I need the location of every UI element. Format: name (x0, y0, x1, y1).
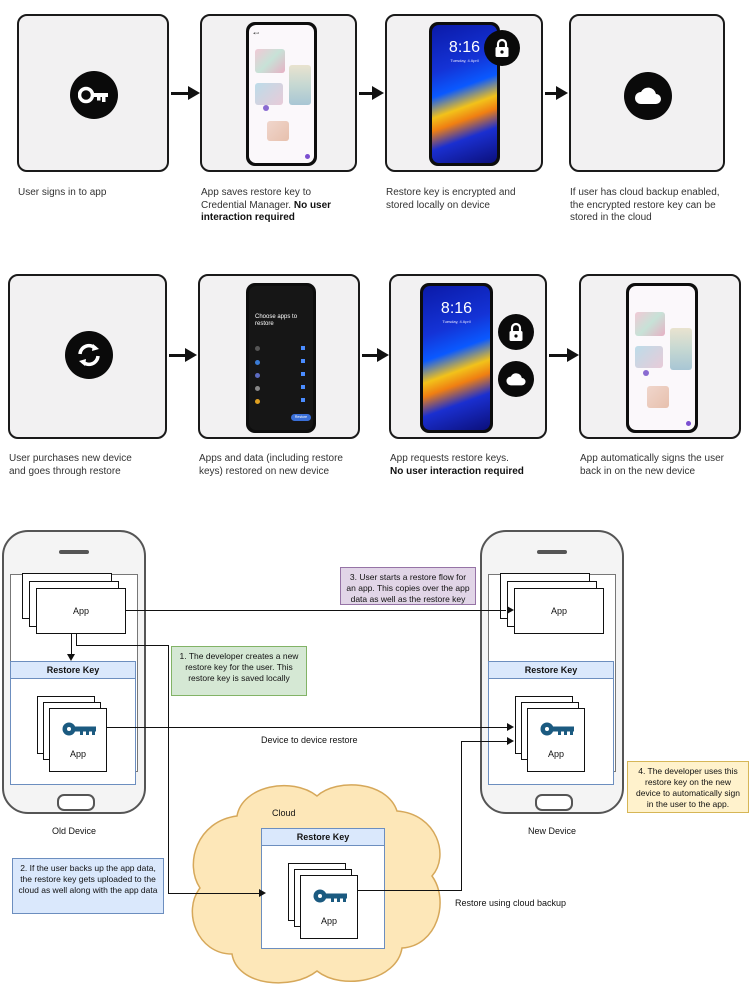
lockscreen-date: Tuesday, 4 April (442, 319, 471, 324)
card-encrypt-key: 8:16 Tuesday, 4 April (385, 14, 543, 172)
new-app-card: App (514, 588, 604, 634)
phone-gallery: ◀ all (246, 22, 317, 166)
card-choose-apps: Choose apps to restore Restore (198, 274, 360, 439)
old-device-label: Old Device (52, 826, 97, 836)
caption-step2: App saves restore key to Credential Mana… (201, 187, 356, 225)
lock-icon (498, 314, 534, 350)
caption-step4: If user has cloud backup enabled, the en… (570, 187, 720, 223)
key-icon (62, 722, 96, 736)
note-3: 3. User starts a restore flow for an app… (340, 567, 476, 605)
new-key-app-card: App (527, 708, 585, 772)
new-device-label: New Device (528, 826, 577, 836)
card-save-key: ◀ all (200, 14, 357, 172)
connector-to-cloud (168, 645, 169, 893)
note-1: 1. The developer creates a new restore k… (171, 646, 307, 696)
card-request-keys: 8:16 Tuesday, 4 April (389, 274, 547, 439)
sync-icon (65, 331, 113, 379)
restore-app-button[interactable]: Restore (291, 414, 311, 421)
arrow-1-2 (171, 92, 189, 95)
app-label: App (72, 606, 89, 616)
old-key-app-card: App (49, 708, 107, 772)
lock-icon (484, 30, 520, 66)
old-app-card: App (36, 588, 126, 634)
app-label: App (547, 749, 564, 759)
card-new-device (8, 274, 167, 439)
cloud-icon (624, 72, 672, 120)
new-restore-key-box: Restore Key App (488, 661, 614, 785)
connector-app-to-app (126, 610, 506, 611)
arrow-r2-2-3 (362, 354, 378, 357)
caption-r2-step3-emphasis: No user interaction required (390, 465, 524, 477)
connector-key-to-key (106, 727, 507, 728)
restore-key-header: Restore Key (262, 829, 384, 846)
home-button[interactable] (535, 794, 573, 811)
choose-title: Choose apps to restore (255, 314, 298, 327)
arrow-2-3 (359, 92, 373, 95)
arrow-head (185, 348, 197, 362)
phone-choose-apps: Choose apps to restore Restore (246, 283, 316, 433)
arrow-head (377, 348, 389, 362)
connector-app-to-key (71, 634, 72, 654)
home-button[interactable] (57, 794, 95, 811)
app-label: App (69, 749, 86, 759)
caption-step2-emphasis: No user interaction required (201, 199, 332, 224)
caption-r2-step4: App automatically signs the user back in… (580, 453, 724, 477)
phone-gallery-2 (626, 283, 698, 433)
cloud-restore-label: Restore using cloud backup (455, 898, 567, 908)
restore-key-header: Restore Key (489, 662, 613, 679)
arrow-head (372, 86, 384, 100)
arrow-3-4 (545, 92, 557, 95)
app-label: App (320, 916, 337, 926)
lockscreen-time: 8:16 (448, 39, 481, 56)
key-icon (540, 722, 574, 736)
arrow-head (567, 348, 579, 362)
cloud-label: Cloud (272, 808, 296, 818)
device-to-device-label: Device to device restore (261, 735, 358, 745)
caption-step3: Restore key is encrypted and stored loca… (386, 187, 516, 211)
note-2: 2. If the user backs up the app data, th… (12, 858, 164, 914)
lockscreen-date: Tuesday, 4 April (450, 58, 479, 63)
note-4: 4. The developer uses this restore key o… (627, 761, 749, 813)
caption-step2-text: App saves restore key to Credential Mana… (201, 187, 312, 211)
cloud-app-card: App (300, 875, 358, 939)
card-auto-sign-in (579, 274, 741, 439)
caption-step1: User signs in to app (18, 187, 107, 198)
restore-key-header: Restore Key (11, 662, 135, 679)
key-icon (313, 889, 347, 903)
arrow-head (556, 86, 568, 100)
arrow-head (188, 86, 200, 100)
caption-r2-step3-text: App requests restore keys. (390, 453, 509, 464)
phone-lockscreen-2: 8:16 Tuesday, 4 April (420, 283, 493, 433)
cloud-icon (498, 361, 534, 397)
cloud-restore-key-box: Restore Key App (261, 828, 385, 949)
connector-cloud-to-new (358, 890, 462, 891)
card-cloud-backup (569, 14, 725, 172)
caption-r2-step2: Apps and data (including restore keys) r… (199, 453, 343, 477)
caption-r2-step3: App requests restore keys. No user inter… (390, 453, 545, 478)
card-sign-in (17, 14, 169, 172)
caption-r2-step1: User purchases new device and goes throu… (9, 453, 132, 477)
key-icon (70, 71, 118, 119)
arrow-r2-3-4 (549, 354, 568, 357)
lockscreen-time: 8:16 (440, 300, 473, 317)
app-label: App (550, 606, 567, 616)
old-restore-key-box: Restore Key App (10, 661, 136, 785)
arrow-r2-1-2 (169, 354, 186, 357)
